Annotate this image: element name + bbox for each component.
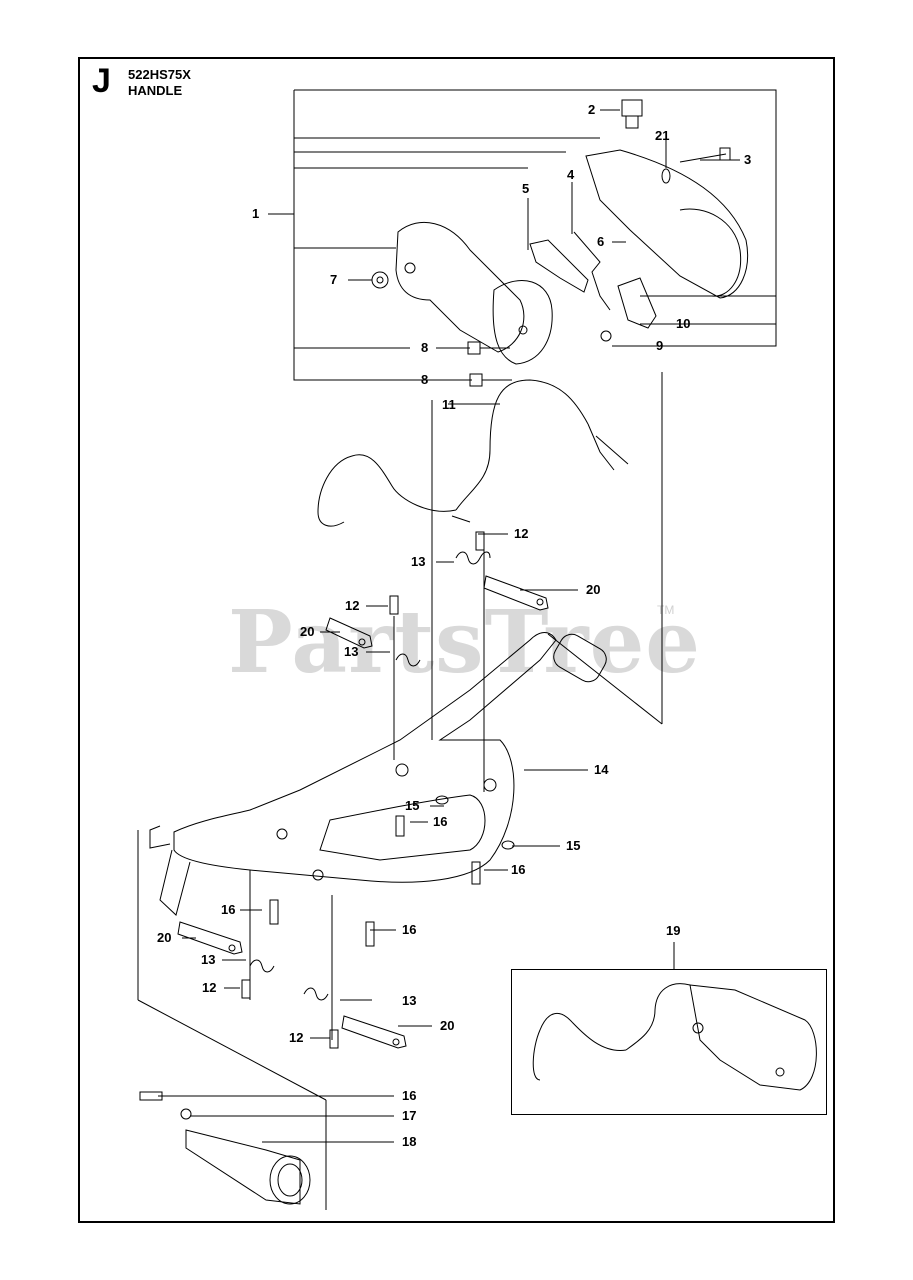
callout-18: 18	[402, 1134, 417, 1149]
grip-tube-18	[180, 1108, 311, 1205]
leader-lines-lower	[137, 372, 675, 1210]
callout-13-d: 13	[402, 993, 417, 1008]
callout-13-c: 13	[201, 952, 216, 967]
callout-20-d: 20	[440, 1018, 455, 1033]
callout-20-b: 20	[300, 624, 315, 639]
callout-12-d: 12	[289, 1030, 304, 1045]
callout-8-lower: 8	[421, 372, 429, 387]
callout-8-upper: 8	[421, 340, 429, 355]
watermark: PartsTree	[228, 592, 702, 693]
callout-15-a: 15	[405, 798, 420, 813]
page-title: HANDLE	[128, 83, 183, 98]
callout-15-b: 15	[566, 838, 581, 853]
handle-housing-right	[585, 99, 748, 299]
callout-20-a: 20	[586, 582, 601, 597]
callout-5: 5	[522, 181, 530, 196]
callout-11: 11	[442, 397, 456, 412]
callout-16-c: 16	[221, 902, 236, 917]
callout-4: 4	[567, 167, 575, 182]
bracket-item-1	[268, 89, 777, 381]
callout-19: 19	[666, 923, 681, 938]
throttle-trigger	[529, 231, 657, 329]
callout-3: 3	[744, 152, 752, 167]
springs-and-plates	[177, 551, 549, 1049]
callout-10: 10	[676, 316, 691, 331]
wire-assembly-11	[317, 379, 629, 527]
diagram-frame	[78, 57, 835, 1223]
callout-9: 9	[656, 338, 664, 353]
callout-12-c: 12	[202, 980, 217, 995]
callout-16-e: 16	[402, 1088, 417, 1103]
callout-12-b: 12	[345, 598, 360, 613]
callout-16-b: 16	[511, 862, 526, 877]
callout-16-a: 16	[433, 814, 448, 829]
watermark-trademark: TM	[657, 603, 675, 617]
kit-box	[511, 969, 827, 1115]
section-letter: J	[92, 62, 111, 100]
callout-17: 17	[402, 1108, 417, 1123]
callout-13-b: 13	[344, 644, 359, 659]
loop-handle-14	[149, 632, 607, 916]
callout-1: 1	[252, 206, 260, 221]
screws	[139, 531, 515, 1101]
callout-2: 2	[588, 102, 596, 117]
kit-19-sketch	[532, 983, 817, 1091]
handle-housing-left	[395, 221, 553, 365]
leader-lines-upper	[348, 109, 777, 349]
callout-16-d: 16	[402, 922, 417, 937]
callout-6: 6	[597, 234, 605, 249]
callout-13-a: 13	[411, 554, 426, 569]
callout-20-c: 20	[157, 930, 172, 945]
callout-12-a: 12	[514, 526, 529, 541]
model-code: 522HS75X	[128, 67, 191, 82]
callout-21: 21	[655, 128, 670, 143]
callout-7: 7	[330, 272, 338, 287]
callout-14: 14	[594, 762, 609, 777]
small-hardware	[371, 147, 731, 387]
